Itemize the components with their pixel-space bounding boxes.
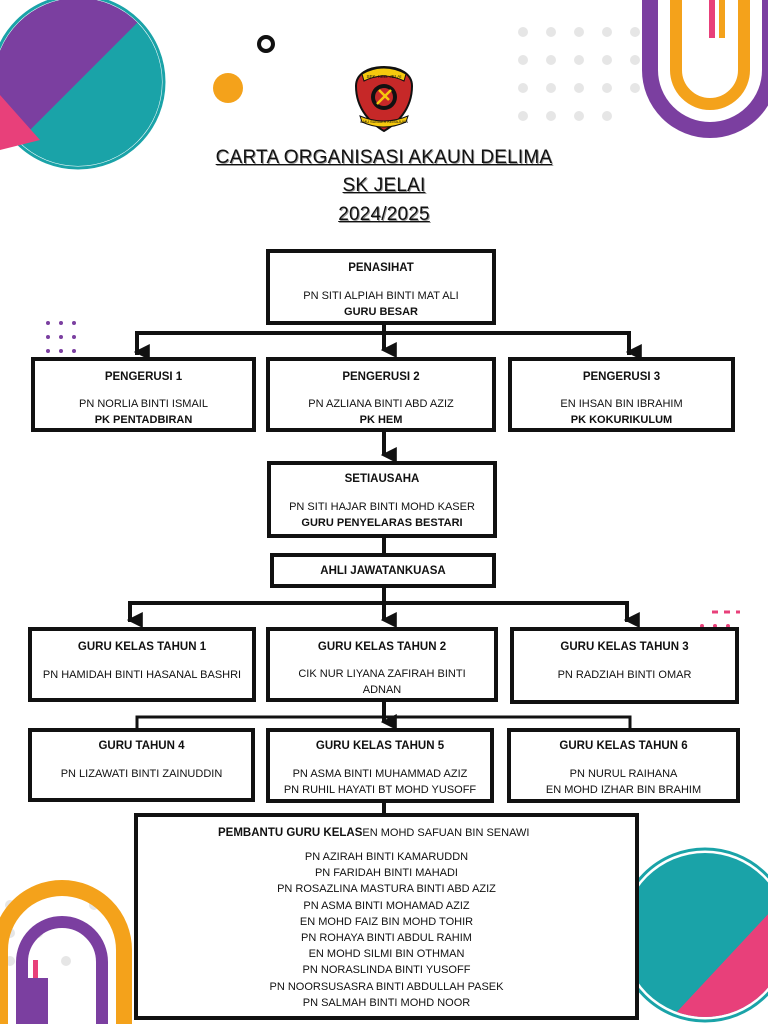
guru-kelas-tahun-1-heading: GURU KELAS TAHUN 1 [77,641,207,653]
emblem-banner-text: SEK. KEB. JELAI [366,74,401,79]
list-item: PN ROSAZLINA MASTURA BINTI ABD AZIZ [277,883,496,896]
guru-kelas-tahun-2-name-line2: ADNAN [362,684,402,696]
pengerusi-2-heading: PENGERUSI 2 [342,371,420,383]
arch-bottom-left [0,880,132,1024]
list-item: EN MOHD SILMI BIN OTHMAN [308,948,465,961]
setiausaha-role: GURU PENYELARAS BESTARI [301,517,463,529]
list-item: EN MOHD FAIZ BIN MOHD TOHIR [299,915,474,928]
list-item: PN ASMA BINTI MOHAMAD AZIZ [303,899,470,912]
guru-tahun-4-heading: GURU TAHUN 4 [98,740,185,752]
pembantu-first-name: EN MOHD SAFUAN BIN SENAWI [362,827,530,839]
list-item: PN ROHAYA BINTI ABDUL RAHIM [301,932,472,945]
guru-kelas-tahun-6-heading: GURU KELAS TAHUN 6 [559,740,688,752]
pengerusi-3-heading: PENGERUSI 3 [582,371,661,383]
guru-kelas-tahun-2-heading: GURU KELAS TAHUN 2 [317,641,447,653]
school-crest-icon: SEK. KEB. JELAI ILMU SUMBER KEMAJUAN [354,65,414,133]
list-item: PN AZIRAH BINTI KAMARUDDN [304,851,469,863]
list-item: PN NOORSUSASRA BINTI ABDULLAH PASEK [269,980,504,993]
guru-kelas-tahun-2-name-line1: CIK NUR LIYANA ZAFIRAH BINTI [298,668,466,680]
setiausaha-box: SETIAUSAHA PN SITI HAJAR BINTI MOHD KASE… [267,461,497,538]
pembantu-guru-kelas-box: PEMBANTU GURU KELASEN MOHD SAFUAN BIN SE… [134,813,639,1020]
pengerusi-3-name: EN IHSAN BIN IBRAHIM [560,398,683,410]
branch-guru-kelas [128,601,629,622]
pengerusi-1-name: PN NORLIA BINTI ISMAIL [79,398,208,410]
guru-kelas-tahun-6-name-1: PN NURUL RAIHANA [569,768,678,780]
dot-grid-top-right [518,27,640,121]
pembantu-heading: PEMBANTU GURU KELAS [218,827,363,839]
pengerusi-1-box: PENGERUSI 1 PN NORLIA BINTI ISMAIL PK PE… [31,357,256,432]
pengerusi-2-role: PK HEM [359,414,403,426]
guru-kelas-tahun-3-name: PN RADZIAH BINTI OMAR [557,669,692,681]
school-name: SK JELAI [342,175,426,196]
ring-shape [257,35,275,53]
corner-circle-top-left [0,0,166,170]
emblem-motto-text: ILMU SUMBER KEMAJUAN [360,120,408,124]
guru-kelas-tahun-3-heading: GURU KELAS TAHUN 3 [560,641,689,653]
ahli-jawatankuasa-heading: AHLI JAWATANKUASA [320,564,446,577]
pengerusi-2-name: PN AZLIANA BINTI ABD AZIZ [308,398,454,410]
ahli-jawatankuasa-box: AHLI JAWATANKUASA [270,553,496,588]
guru-kelas-tahun-1-name: PN HAMIDAH BINTI HASANAL BASHRI [42,669,242,681]
session-year: 2024/2025 [338,204,430,225]
dot-grid-left [46,321,76,353]
setiausaha-name: PN SITI HAJAR BINTI MOHD KASER [289,501,475,513]
arch-top-right [642,0,768,138]
list-item: PN FARIDAH BINTI MAHADI [314,867,458,880]
pengerusi-3-box: PENGERUSI 3 EN IHSAN BIN IBRAHIM PK KOKU… [508,357,735,432]
guru-kelas-tahun-6-name-2: EN MOHD IZHAR BIN BRAHIM [545,784,702,796]
pengerusi-3-role: PK KOKURIKULUM [570,414,673,426]
orange-dot-shape [213,73,243,103]
guru-kelas-tahun-1-box: GURU KELAS TAHUN 1 PN HAMIDAH BINTI HASA… [28,627,256,702]
penasihat-heading: PENASIHAT [348,262,414,274]
list-item: PN NORASLINDA BINTI YUSOFF [302,964,471,977]
pembantu-name-list: PN AZIRAH BINTI KAMARUDDN PN FARIDAH BIN… [270,849,504,1011]
guru-kelas-tahun-6-box: GURU KELAS TAHUN 6 PN NURUL RAIHANA EN M… [507,728,740,803]
list-item: PN SALMAH BINTI MOHD NOOR [302,996,471,1009]
penasihat-name: PN SITI ALPIAH BINTI MAT ALI [303,290,459,302]
guru-tahun-4-box: GURU TAHUN 4 PN LIZAWATI BINTI ZAINUDDIN [28,728,255,802]
setiausaha-heading: SETIAUSAHA [344,473,420,485]
branch-guru-tahun [135,715,632,728]
guru-kelas-tahun-5-heading: GURU KELAS TAHUN 5 [315,740,445,752]
penasihat-box: PENASIHAT PN SITI ALPIAH BINTI MAT ALI G… [266,249,496,325]
guru-kelas-tahun-5-name-1: PN ASMA BINTI MUHAMMAD AZIZ [292,768,468,780]
pembantu-header-row: PEMBANTU GURU KELASEN MOHD SAFUAN BIN SE… [138,825,635,841]
guru-kelas-tahun-3-box: GURU KELAS TAHUN 3 PN RADZIAH BINTI OMAR [510,627,739,704]
guru-kelas-tahun-5-box: GURU KELAS TAHUN 5 PN ASMA BINTI MUHAMMA… [266,728,494,803]
guru-tahun-4-name: PN LIZAWATI BINTI ZAINUDDIN [60,768,223,780]
guru-kelas-tahun-2-box: GURU KELAS TAHUN 2 CIK NUR LIYANA ZAFIRA… [266,627,498,702]
pengerusi-1-heading: PENGERUSI 1 [104,371,183,383]
page-title: CARTA ORGANISASI AKAUN DELIMA [215,147,553,168]
guru-kelas-tahun-5-name-2: PN RUHIL HAYATI BT MOHD YUSOFF [283,784,477,796]
pengerusi-1-role: PK PENTADBIRAN [94,414,193,426]
pengerusi-2-box: PENGERUSI 2 PN AZLIANA BINTI ABD AZIZ PK… [266,357,496,432]
penasihat-role: GURU BESAR [344,306,418,318]
